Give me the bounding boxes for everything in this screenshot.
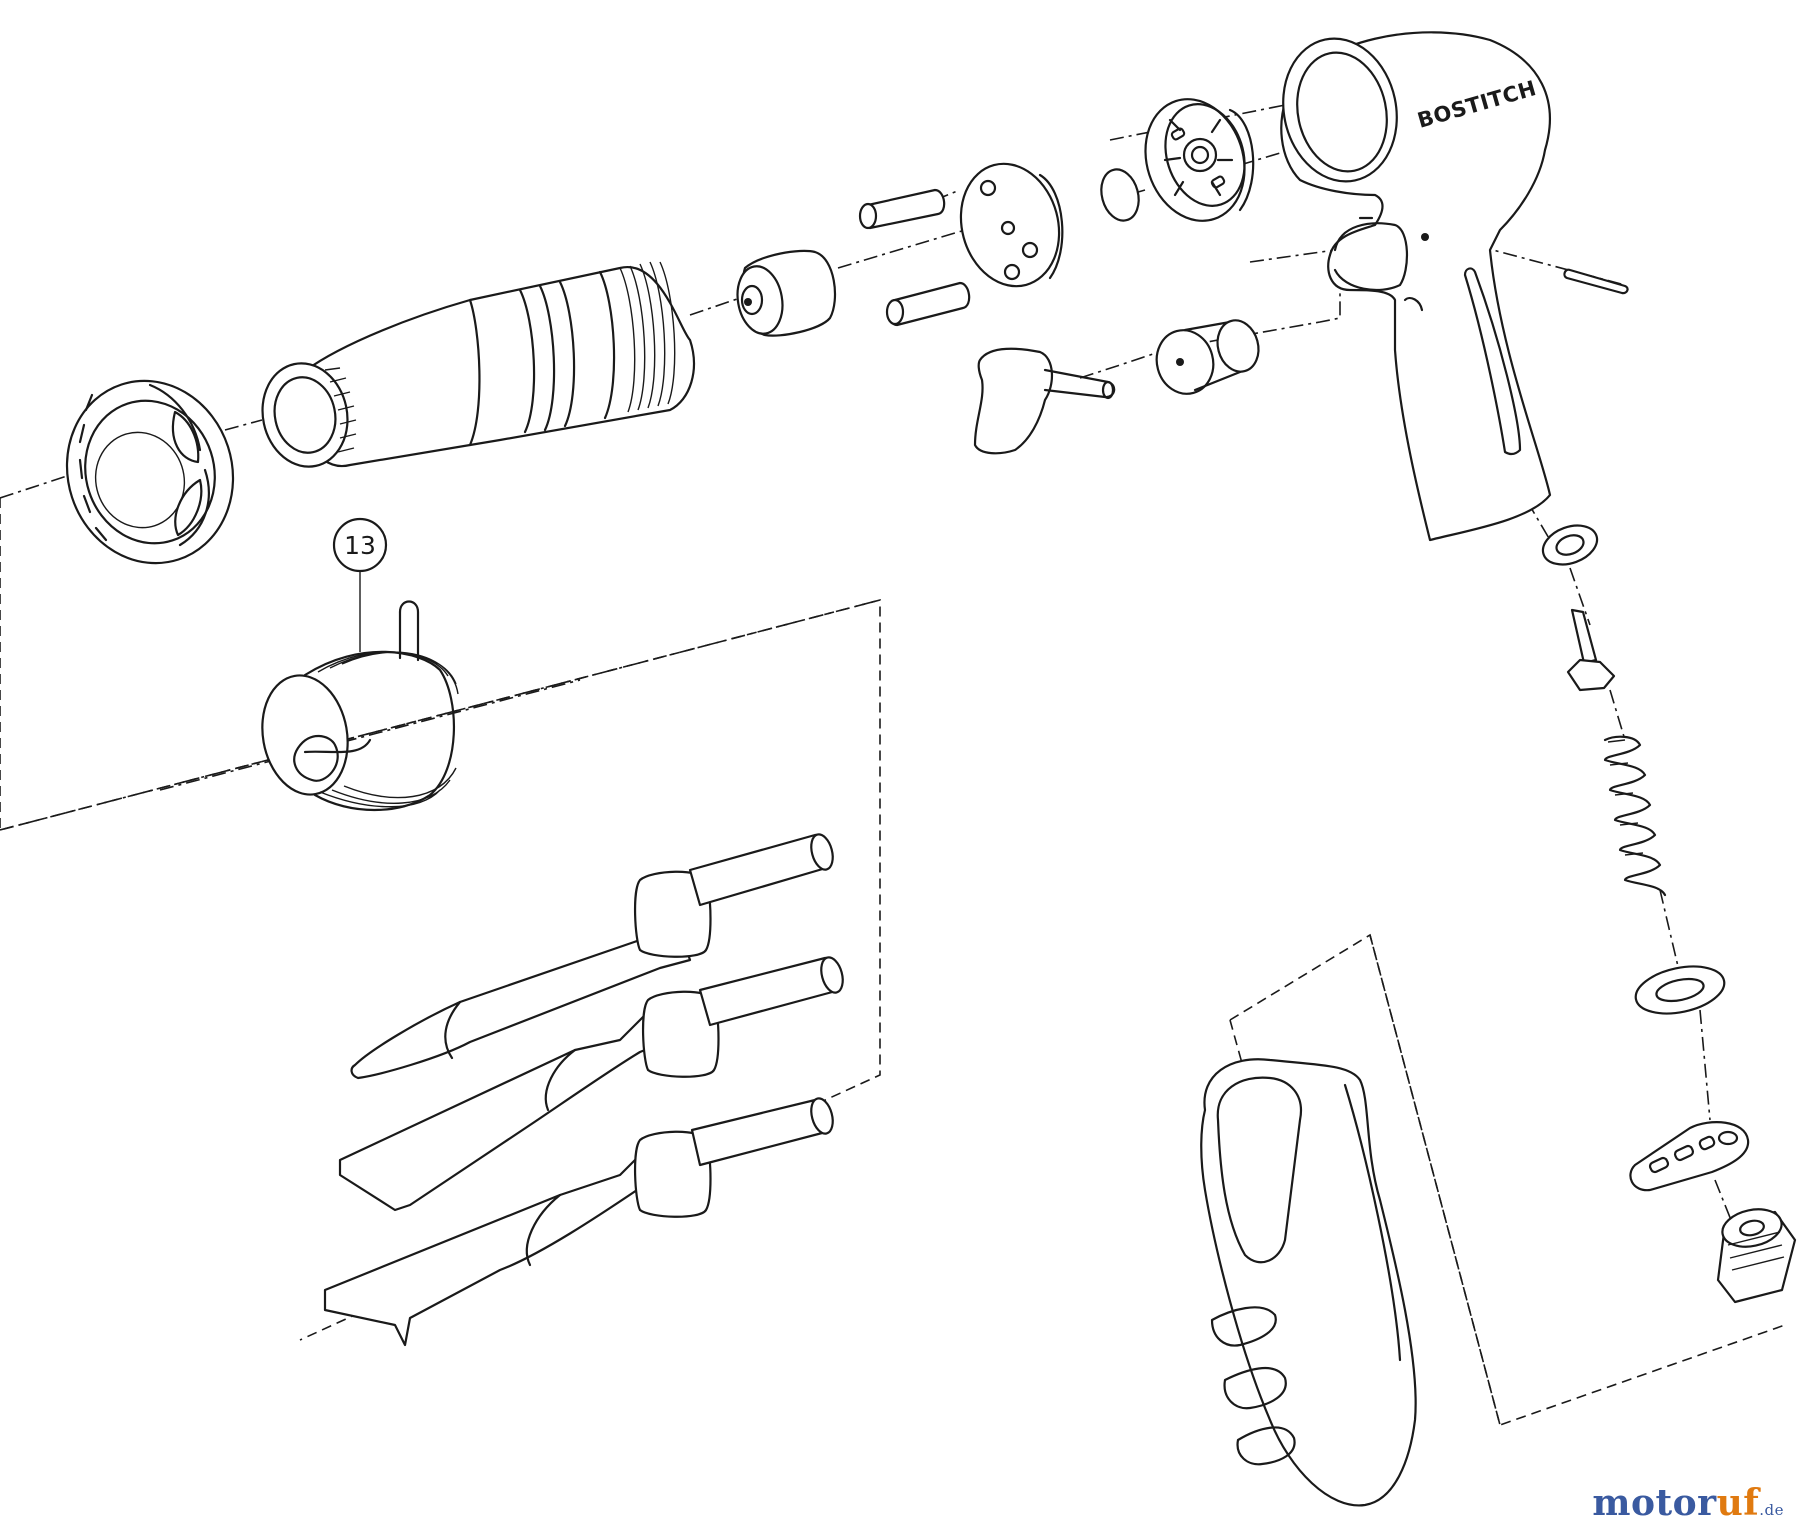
watermark-part1: motor	[1592, 1482, 1717, 1524]
valve-stem	[1566, 608, 1616, 692]
barrel-cylinder	[261, 261, 695, 468]
chisel-wide	[323, 1097, 834, 1347]
watermark: motoruf.de	[1592, 1482, 1784, 1524]
valve-spring	[1603, 735, 1667, 897]
valve-plate	[959, 162, 1064, 288]
handle-grip	[1200, 1058, 1417, 1507]
o-ring	[1100, 168, 1140, 222]
trigger	[973, 347, 1116, 455]
main-housing: BOSTITCH	[1280, 31, 1552, 542]
callout-13: 13	[332, 517, 388, 652]
exhaust-deflector	[1629, 1121, 1750, 1192]
throttle-valve	[1155, 319, 1260, 395]
washer	[1634, 965, 1726, 1015]
piston	[736, 249, 837, 337]
pins	[858, 188, 971, 327]
retainer-cap	[65, 379, 235, 565]
air-inlet-fitting	[1716, 1208, 1797, 1304]
watermark-suffix: .de	[1759, 1501, 1784, 1519]
valve-housing	[1144, 98, 1255, 222]
watermark-part2: uf	[1716, 1482, 1760, 1524]
chisel-tapered	[350, 833, 834, 1080]
chisel-flat	[338, 956, 844, 1212]
retainer-spring	[261, 600, 459, 812]
roll-pin	[1563, 268, 1629, 295]
valve-seal	[1541, 524, 1599, 566]
callout-number: 13	[344, 531, 376, 560]
